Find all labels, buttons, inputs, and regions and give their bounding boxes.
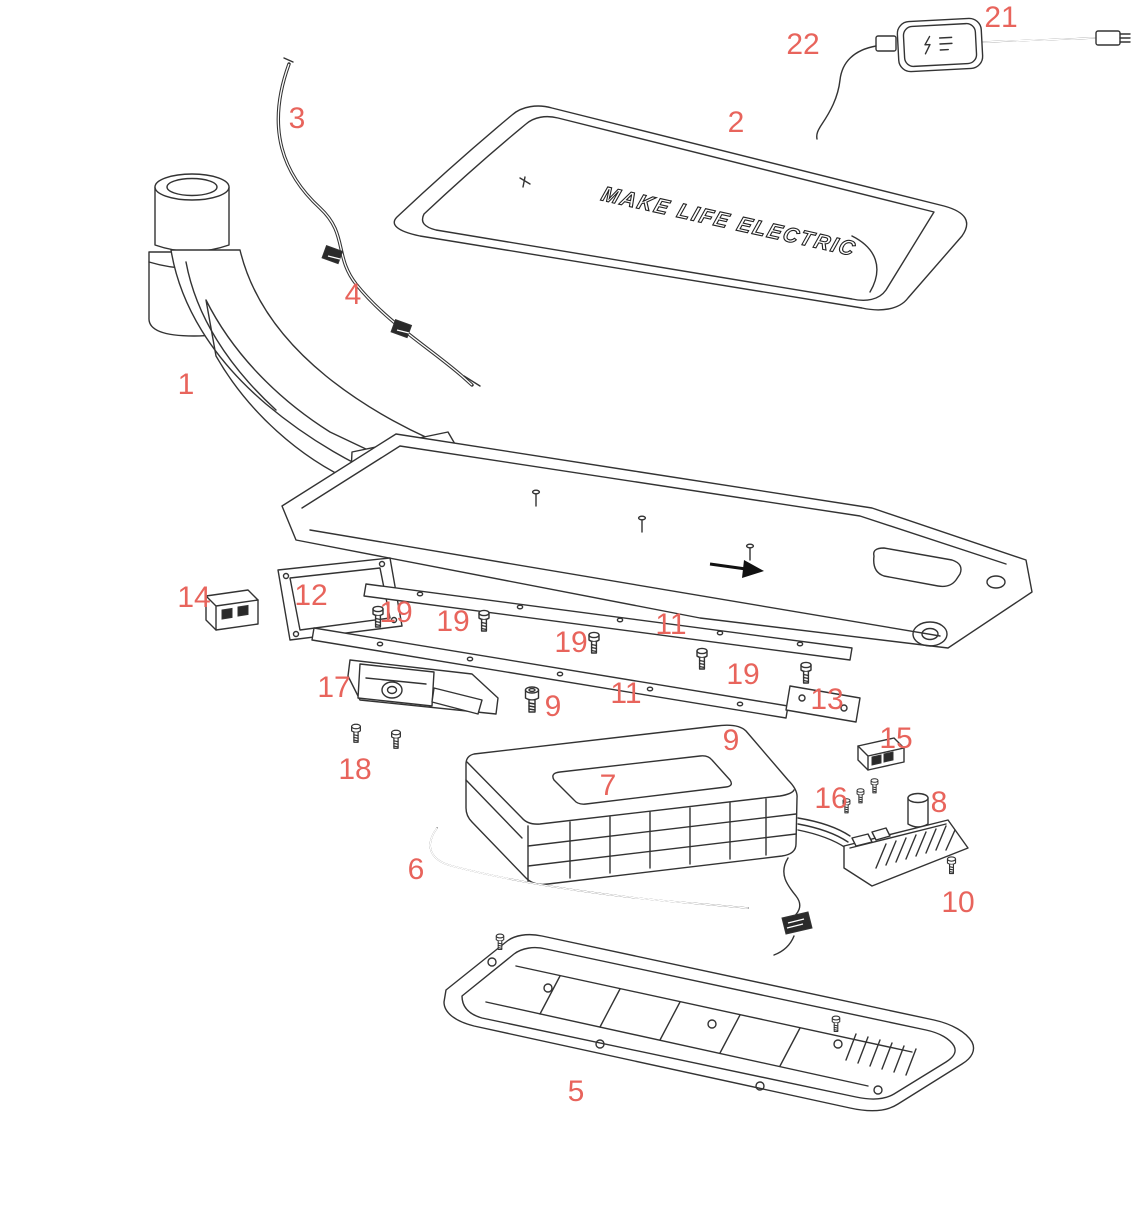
brake-cable <box>276 57 481 387</box>
module-logo-icon <box>924 35 953 55</box>
signal-wire <box>816 45 877 140</box>
direction-arrow-icon <box>709 560 764 578</box>
tray-screw <box>946 856 957 875</box>
deck-top-cover: MAKE LIFE ELECTRIC <box>393 105 968 311</box>
power-wire <box>773 857 813 956</box>
side-seal-strip-upper <box>363 583 853 661</box>
deck-seal-strip <box>429 827 749 909</box>
front-gasket-plate <box>277 557 403 641</box>
control-module <box>875 17 1131 73</box>
controller-board <box>843 792 969 887</box>
deck-pins <box>531 489 755 561</box>
capacitor <box>907 792 929 804</box>
rear-plate <box>785 685 861 723</box>
latch-screws <box>351 723 401 749</box>
cable-clips <box>321 244 413 339</box>
deck-frame <box>281 433 1033 649</box>
battery-pack <box>465 724 851 886</box>
bottom-tray <box>443 933 975 1112</box>
connector-block <box>857 737 905 771</box>
side-seal-strip-lower <box>311 627 789 719</box>
board-screws <box>842 778 879 814</box>
battery-label-window <box>552 755 733 805</box>
folding-latch <box>347 659 499 715</box>
charge-port <box>205 589 259 631</box>
